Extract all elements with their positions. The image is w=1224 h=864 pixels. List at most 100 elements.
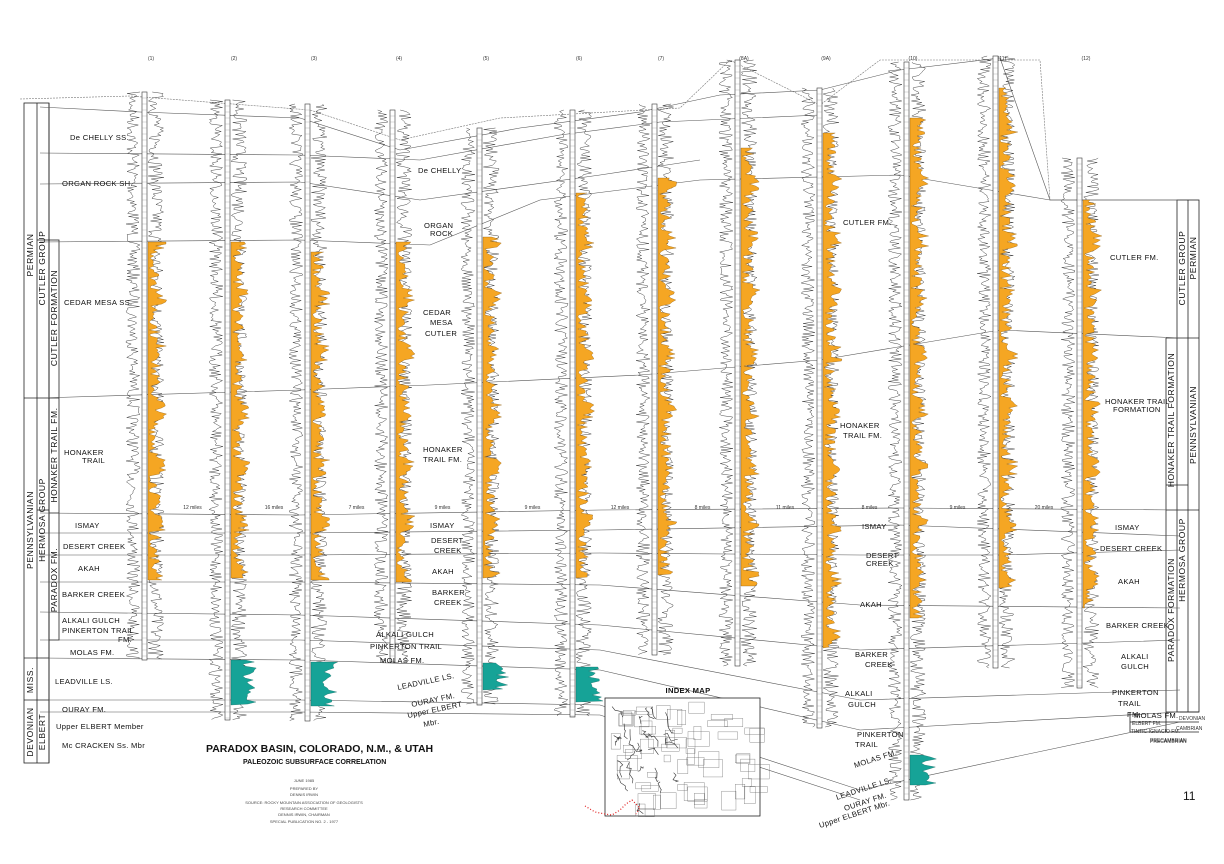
- unit-label: DESERT: [431, 536, 464, 545]
- unit-label: AKAH: [432, 567, 454, 576]
- unit-label: LEADVILLE LS.: [55, 677, 113, 686]
- unit-label: BARKER: [855, 650, 888, 659]
- well-number: (9A): [821, 56, 831, 62]
- unit-label: MOLAS FM.: [1134, 711, 1178, 720]
- borehole-track: [224, 99, 231, 721]
- credit-line: SPECIAL PUBLICATION NO. 2 - 1977: [270, 819, 339, 824]
- unit-label: DESERT CREEK: [63, 542, 125, 551]
- unit-label: CEDAR: [423, 308, 451, 317]
- distance-label: 20 miles: [1035, 505, 1054, 511]
- credit-line: DENNIS IRWIN, CHAIRMAN: [278, 812, 330, 817]
- log-curve-left: [460, 127, 476, 705]
- chart-subtitle: PALEOZOIC SUBSURFACE CORRELATION: [243, 759, 386, 766]
- unit-label: AKAH: [860, 600, 882, 609]
- correlation-line: [39, 611, 1181, 651]
- system-label: DEVONIAN: [25, 707, 35, 756]
- credit-line: RESEARCH COMMITTEE: [280, 806, 328, 811]
- unit-label: MOLAS FM.: [70, 648, 114, 657]
- index-map: INDEX MAP: [584, 686, 770, 817]
- distance-label: 12 miles: [611, 505, 630, 511]
- correlation-line: [40, 581, 1181, 609]
- orange-fill-zone: [740, 147, 761, 587]
- well-number: (2): [231, 56, 237, 62]
- well-number: (8A): [739, 56, 749, 62]
- well-log: (9A): [800, 56, 843, 729]
- unit-label: CREEK: [865, 660, 893, 669]
- unit-label: BARKER CREEK: [62, 590, 125, 599]
- unit-label: GULCH: [848, 700, 876, 709]
- unit-label: CREEK: [866, 559, 894, 568]
- unit-label: ISMAY: [1115, 523, 1140, 532]
- log-curve-left: [800, 87, 816, 728]
- system-label: PENNSYLVANIAN: [1188, 386, 1198, 464]
- correlation-line: [39, 159, 701, 201]
- correlation-line: [39, 174, 1180, 246]
- borehole-track: [304, 103, 311, 722]
- well-number: (3): [311, 56, 317, 62]
- teal-fill-zone: [909, 754, 937, 786]
- distance-label: 11 miles: [776, 505, 795, 511]
- orange-fill-zone: [1082, 199, 1103, 609]
- unit-label: ROCK: [430, 229, 453, 238]
- teal-fill-zone: [575, 666, 604, 703]
- teal-fill-zone: [310, 661, 338, 707]
- unit-label: FM.: [1127, 710, 1141, 719]
- orange-fill-zone: [310, 251, 331, 581]
- log-curve-left: [288, 103, 304, 721]
- distance-label: 8 miles: [862, 505, 878, 511]
- unit-label: FORMATION: [1113, 405, 1161, 414]
- frame-lines: [23, 102, 1200, 764]
- well-log: (6): [553, 56, 604, 718]
- borehole-track: [476, 127, 483, 706]
- group-label: CUTLER GROUP: [37, 231, 47, 306]
- unit-label: GULCH: [1121, 662, 1149, 671]
- unit-label: BARKER: [432, 588, 465, 597]
- unit-label: Mbr.: [423, 717, 440, 729]
- well-number: (4): [396, 56, 402, 62]
- credit-line: PREPARED BY: [290, 786, 318, 791]
- teal-fill-zone: [230, 659, 257, 706]
- unit-label: AKAH: [78, 564, 100, 573]
- unit-label: ALKALI: [845, 689, 873, 698]
- unit-label: MOLAS FM.: [853, 748, 898, 770]
- well-log: (1): [125, 56, 167, 661]
- formation-label: PARADOX FM.: [49, 548, 59, 613]
- unit-label: Mc CRACKEN Ss. Mbr: [62, 741, 145, 750]
- unit-label: CUTLER: [425, 329, 457, 338]
- correlation-line: [40, 549, 1181, 556]
- unit-label: AKAH: [1118, 577, 1140, 586]
- log-curve-left: [125, 91, 141, 660]
- distance-label: 8 miles: [695, 505, 711, 511]
- unit-label: ALKALI GULCH: [376, 630, 434, 639]
- credit-line: SOURCE: ROCKY MOUNTAIN ASSOCIATION OF GE…: [245, 800, 363, 805]
- well-log: (4): [373, 56, 416, 663]
- page-number: 11: [1183, 789, 1196, 803]
- unit-label: HONAKER: [840, 421, 880, 430]
- log-curve-right: [998, 55, 1016, 669]
- chart-title: PARADOX BASIN, COLORADO, N.M., & UTAH: [206, 743, 433, 755]
- log-curve-right: [147, 91, 165, 660]
- unit-label: Upper ELBERT Member: [56, 722, 144, 731]
- unit-label: ELBERT FM.: [1132, 721, 1161, 727]
- well-number: (10): [909, 56, 918, 62]
- unit-label: CUTLER FM.: [843, 218, 892, 227]
- credit-line: JUNE 1985: [294, 778, 315, 783]
- well-log: (11): [976, 55, 1019, 669]
- orange-fill-zone: [395, 241, 416, 583]
- group-label: HERMOSA GROUP: [1177, 518, 1187, 602]
- cross-section-line: [584, 799, 641, 816]
- unit-label: ORGAN: [424, 221, 453, 230]
- orange-fill-zone: [657, 177, 678, 576]
- well-number: (1): [148, 56, 154, 62]
- unit-label: TRAIL FM.: [843, 431, 882, 440]
- formation-label: CUTLER FORMATION: [49, 270, 59, 366]
- unit-label: ISMAY: [75, 521, 100, 530]
- group-label: CUTLER GROUP: [1177, 231, 1187, 306]
- unit-label: LEADVILLE LS.: [397, 671, 456, 692]
- unit-label: TRAIL: [1118, 699, 1141, 708]
- well-log: (8A): [718, 56, 761, 667]
- unit-label: MOLAS FM.: [380, 656, 424, 665]
- well-log: (10): [887, 56, 937, 801]
- well-number: (7): [658, 56, 664, 62]
